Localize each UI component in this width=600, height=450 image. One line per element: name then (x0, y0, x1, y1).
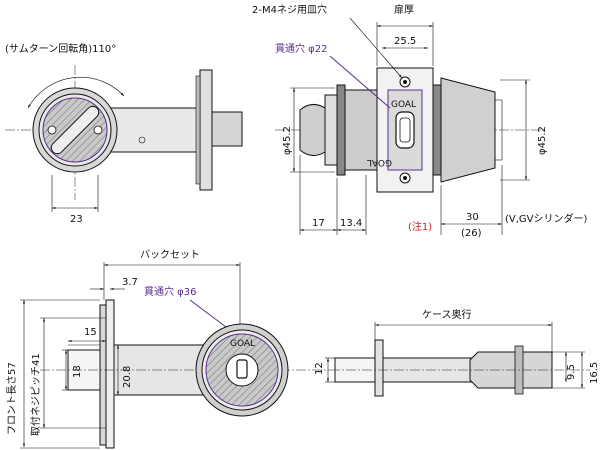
escutcheon-left (336, 84, 346, 176)
dim-12: 12 (314, 362, 325, 375)
dead-bolt (211, 111, 243, 147)
brand-bottom: GOAL (367, 157, 392, 167)
rotation-arc (27, 76, 125, 109)
dim-13-4: 13.4 (340, 218, 362, 229)
dim-17: 17 (312, 218, 325, 229)
dim-9-5: 9.5 (566, 364, 577, 380)
screw-leader (349, 17, 403, 79)
case-front-plate (374, 339, 384, 397)
latch-case (109, 107, 206, 153)
through-hole-36-leader (189, 299, 231, 331)
screw-hole-top-center (403, 80, 407, 84)
dim-26: (26) (461, 228, 482, 239)
through-hole-36-label: 貫通穴 φ36 (144, 285, 197, 298)
screw-left (47, 125, 57, 135)
bottom-left-view: バックセット 3.7 貫通穴 φ36 15 18 20.8 フロント長さ57 (6, 249, 330, 449)
side-view: GOAL GOAL 2-M4ネジ用皿穴 扉厚 25.5 貫通穴 φ22 φ45.… (252, 3, 588, 239)
front-plate-edge (195, 75, 201, 185)
dia-right: φ45.2 (537, 126, 548, 155)
dim-25-5: 25.5 (394, 36, 416, 47)
dim-20-8: 20.8 (122, 366, 133, 388)
cylinder-label: (V,GVシリンダー) (505, 212, 588, 225)
screw-pitch-label: 取付ネジピッチ41 (29, 353, 42, 436)
through-hole-22-label: 貫通穴 φ22 (275, 42, 328, 55)
cylinder-body-right (440, 77, 496, 183)
case-hole (138, 136, 146, 144)
brand: GOAL (230, 339, 255, 349)
front-plate (199, 69, 213, 191)
screw-right (93, 125, 103, 135)
thumb-turn-angle-label: (サムターン回転角)110° (5, 43, 116, 55)
dim-15: 15 (84, 327, 97, 338)
thumb-turn-side (299, 104, 326, 156)
dim-18: 18 (72, 365, 83, 378)
front-plate-edge (99, 304, 107, 446)
through-hole-22-leader (329, 55, 391, 109)
dim-30: 30 (466, 212, 479, 223)
screw-hole-label: 2-M4ネジ用皿穴 (252, 3, 327, 16)
front-plate (105, 299, 115, 449)
dim-23: 23 (70, 214, 83, 225)
dia-left: φ45.2 (282, 126, 293, 155)
backset-label: バックセット (140, 249, 200, 261)
door-thickness-label: 扉厚 (394, 3, 414, 16)
key-slot (236, 359, 248, 379)
cylinder-core (399, 117, 411, 143)
dim-3-7: 3.7 (122, 277, 138, 288)
dim-16-5: 16.5 (589, 362, 600, 384)
front-view: (サムターン回転角)110° 23 (5, 43, 243, 225)
screw-hole-bottom-center (403, 176, 407, 180)
rose-left-side (324, 94, 338, 166)
note-1: (注1) (408, 220, 432, 233)
brand-top: GOAL (391, 100, 416, 110)
case-depth-label: ケース奥行 (422, 308, 472, 321)
case-view: ケース奥行 12 9.5 16.5 (314, 308, 600, 397)
escutcheon-right (432, 84, 442, 176)
front-length-label: フロント長さ57 (6, 362, 18, 435)
thumb-turn-blade (50, 105, 100, 155)
